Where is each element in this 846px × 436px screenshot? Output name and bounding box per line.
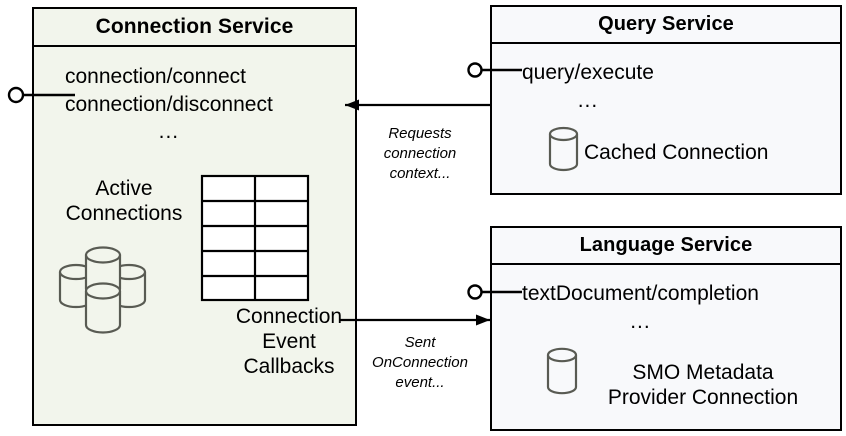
smo-metadata-label-line1: SMO Metadata (632, 361, 774, 384)
connection-service-title: Connection Service (34, 9, 355, 47)
connection-service-operations-ellipsis: ... (158, 120, 180, 144)
edge-label-sent-line1: Sent (404, 334, 436, 351)
connection-event-callbacks-label-line2: Event (262, 329, 316, 353)
active-connections-label-line1: Active (95, 177, 153, 200)
query-service-title: Query Service (492, 7, 840, 44)
edge-label-requests-line3: context... (389, 164, 451, 182)
smo-metadata-provider-connection-label: SMO Metadata Provider Connection (572, 361, 834, 411)
active-connections-label-line2: Connections (65, 201, 183, 225)
edge-label-sent-onconnection-event: Sent OnConnection event... (358, 333, 482, 392)
edge-label-sent-line3: event... (395, 373, 445, 391)
component-language-service[interactable]: Language Service textDocument/completion… (490, 226, 842, 431)
language-service-title: Language Service (492, 228, 840, 265)
edge-label-requests-line2: connection (383, 144, 457, 162)
cached-connection-label: Cached Connection (584, 141, 769, 164)
edge-label-requests-connection-context: Requests connection context... (365, 124, 475, 183)
operation-query-execute[interactable]: query/execute (522, 61, 654, 84)
operation-connection-connect[interactable]: connection/connect (65, 65, 246, 88)
query-service-body: query/execute ... Cached Connection (492, 44, 840, 193)
component-connection-service[interactable]: Connection Service connection/connect co… (32, 7, 357, 426)
connection-event-callbacks-label: Connection Event Callbacks (202, 305, 376, 379)
smo-metadata-label-line2: Provider Connection (607, 385, 799, 409)
connection-service-body: connection/connect connection/disconnect… (34, 47, 355, 424)
connection-event-callbacks-label-line1: Connection (235, 305, 343, 328)
query-service-operations: query/execute ... (522, 59, 654, 114)
connection-service-operations: connection/connect connection/disconnect… (65, 63, 273, 146)
operation-connection-disconnect[interactable]: connection/disconnect (65, 92, 273, 116)
language-service-operations: textDocument/completion ... (522, 280, 759, 335)
edge-label-requests-line1: Requests (388, 125, 452, 142)
operation-textdocument-completion[interactable]: textDocument/completion (522, 282, 759, 305)
connection-event-callbacks-label-line3: Callbacks (243, 354, 335, 378)
language-service-operations-ellipsis: ... (630, 309, 651, 333)
component-query-service[interactable]: Query Service query/execute ... Cached C… (490, 5, 842, 195)
language-service-body: textDocument/completion ... SMO Metadata… (492, 265, 840, 429)
edge-label-sent-line2: OnConnection (372, 353, 468, 371)
active-connections-label: Active Connections (44, 177, 204, 227)
edge-query-to-connection[interactable] (345, 99, 490, 111)
query-service-operations-ellipsis: ... (577, 88, 599, 112)
